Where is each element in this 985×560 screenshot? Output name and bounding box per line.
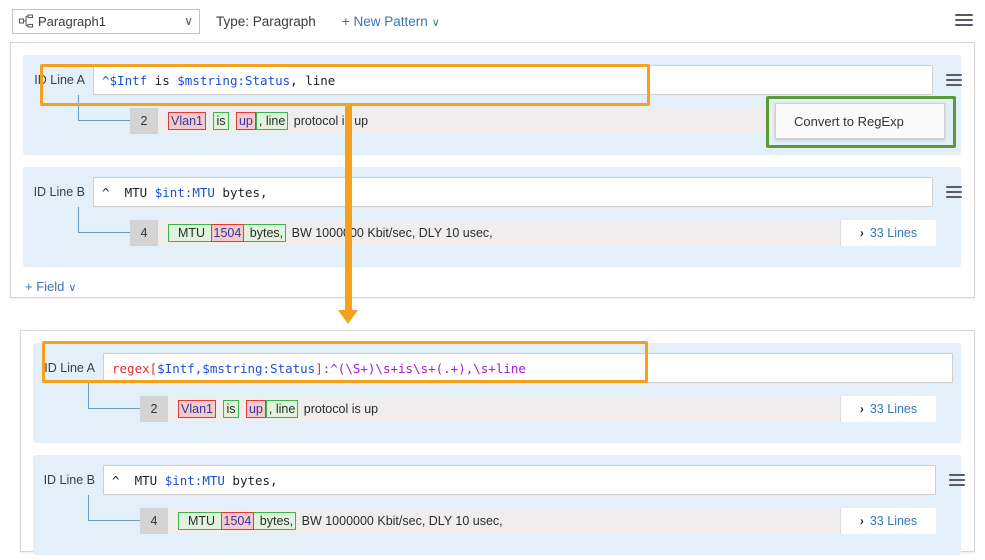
line-b-lines-label-top: 33 Lines [870,226,917,240]
line-a-match-row-bottom: 2 Vlan1 is up, line protocol is up › 33 … [140,396,936,422]
hierarchy-icon [19,14,33,28]
line-b-pattern-input-bottom[interactable]: ^ MTU $int:MTU bytes, [103,465,936,495]
new-pattern-label: + New Pattern [342,14,428,29]
line-a-match-number-top: 2 [130,108,158,134]
line-a-label-top: ID Line A [23,73,93,87]
line-a-connector-bottom [88,383,140,409]
add-field-button-top[interactable]: + Field ∨ [25,279,76,294]
line-b-match-text-bottom: MTU 1504 bytes, BW 1000000 Kbit/sec, DLY… [168,508,840,534]
chevron-down-icon: ∨ [184,14,193,28]
line-a-pattern-text-bottom: regex[$Intf,$mstring:Status]:^(\S+)\s+is… [112,361,526,376]
chevron-down-icon: ∨ [432,17,440,29]
line-a-pattern-text-top: ^$Intf is $mstring:Status, line [102,73,335,88]
line-a-pattern-input-top[interactable]: ^$Intf is $mstring:Status, line [93,65,933,95]
line-b-match-text-top: MTU 1504 bytes, BW 1000000 Kbit/sec, DLY… [158,220,840,246]
pattern-panel-bottom: ID Line A regex[$Intf,$mstring:Status]:^… [20,330,975,552]
line-b-match-number-bottom: 4 [140,508,168,534]
line-b-connector-top [78,207,130,233]
line-b-lines-label-bottom: 33 Lines [870,514,917,528]
line-b-match-row-top: 4 MTU 1504 bytes, BW 1000000 Kbit/sec, D… [130,220,936,246]
line-a-row-bottom: ID Line A regex[$Intf,$mstring:Status]:^… [33,353,958,383]
line-b-lines-button-top[interactable]: › 33 Lines [840,220,936,246]
line-b-match-number-top: 4 [130,220,158,246]
chevron-right-icon: › [860,402,864,416]
flow-arrow-shaft [345,105,352,310]
add-field-label: + Field [25,279,64,294]
line-a-pattern-input-bottom[interactable]: regex[$Intf,$mstring:Status]:^(\S+)\s+is… [103,353,953,383]
line-b-pattern-text-top: ^ MTU $int:MTU bytes, [102,185,268,200]
line-b-label-top: ID Line B [23,185,93,199]
convert-to-regexp-label: Convert to RegExp [794,114,904,129]
convert-to-regexp-tooltip[interactable]: Convert to RegExp [775,103,945,139]
line-b-pattern-text-bottom: ^ MTU $int:MTU bytes, [112,473,278,488]
line-b-connector-bottom [88,495,140,521]
pattern-selector-value: Paragraph1 [38,14,184,29]
line-b-menu-icon-bottom[interactable] [949,474,965,486]
line-b-lines-button-bottom[interactable]: › 33 Lines [840,508,936,534]
chevron-down-icon: ∨ [68,282,76,294]
line-b-pattern-input-top[interactable]: ^ MTU $int:MTU bytes, [93,177,933,207]
flow-arrow-head [338,310,358,324]
new-pattern-button[interactable]: + New Pattern ∨ [342,14,440,29]
top-toolbar: Paragraph1 ∨ Type: Paragraph + New Patte… [0,0,985,42]
line-a-menu-icon-top[interactable] [946,74,962,86]
line-a-lines-button-bottom[interactable]: › 33 Lines [840,396,936,422]
line-a-lines-label-bottom: 33 Lines [870,402,917,416]
main-menu-icon[interactable] [955,14,973,28]
line-a-connector-top [78,95,130,121]
chevron-right-icon: › [860,514,864,528]
line-b-row-bottom: ID Line B ^ MTU $int:MTU bytes, [33,465,958,495]
pattern-selector-dropdown[interactable]: Paragraph1 ∨ [12,9,200,34]
line-b-label-bottom: ID Line B [33,473,103,487]
pattern-panel-top: ID Line A ^$Intf is $mstring:Status, lin… [10,42,975,298]
line-b-match-row-bottom: 4 MTU 1504 bytes, BW 1000000 Kbit/sec, D… [140,508,936,534]
pattern-type-label: Type: Paragraph [216,14,316,29]
line-a-label-bottom: ID Line A [33,361,103,375]
line-a-match-number-bottom: 2 [140,396,168,422]
line-a-row-top: ID Line A ^$Intf is $mstring:Status, lin… [23,65,953,95]
line-b-menu-icon-top[interactable] [946,186,962,198]
line-b-row-top: ID Line B ^ MTU $int:MTU bytes, [23,177,953,207]
chevron-right-icon: › [860,226,864,240]
line-a-match-text-bottom: Vlan1 is up, line protocol is up [168,396,840,422]
